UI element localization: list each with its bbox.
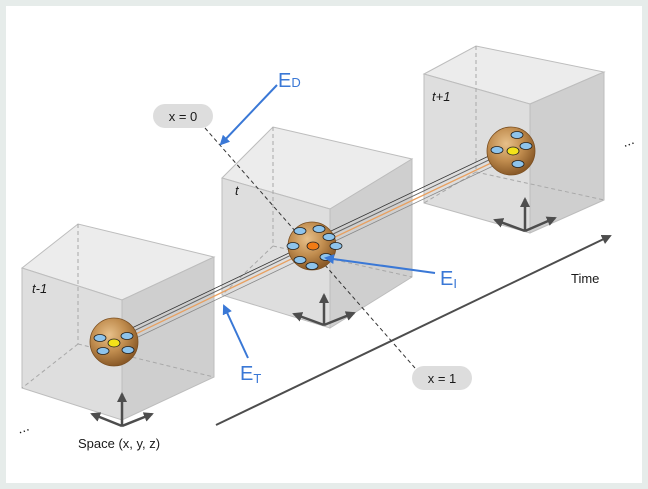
cell-t-plus-1 <box>486 126 536 176</box>
cube-t <box>221 126 414 329</box>
axes-t <box>292 293 356 327</box>
track-lines <box>114 145 511 349</box>
et-label: ET <box>240 363 261 386</box>
ei-arrow <box>324 254 436 274</box>
et-arrow <box>222 304 249 359</box>
space-axis-label: Space (x, y, z) <box>78 436 160 451</box>
time-axis-arrow <box>215 234 612 426</box>
axes-t-plus-1 <box>493 197 557 233</box>
ed-label: ED <box>278 70 301 92</box>
x1-label: x = 1 <box>428 371 457 386</box>
cube-t-plus-1 <box>422 45 606 234</box>
frame-label-t: t <box>235 183 240 198</box>
cell-t-minus-1 <box>89 317 139 367</box>
cell-t <box>286 221 343 271</box>
x0-pill: x = 0 <box>153 104 213 128</box>
frame-label-t-plus-1: t+1 <box>432 89 450 104</box>
ei-label: EI <box>440 268 457 291</box>
ellipsis-right: ... <box>620 131 636 150</box>
x1-pill: x = 1 <box>412 366 472 390</box>
ellipsis-left: ... <box>15 418 31 437</box>
frame-label-t-minus-1: t-1 <box>32 281 47 296</box>
x0-label: x = 0 <box>169 109 198 124</box>
axes-t-minus-1 <box>90 392 154 428</box>
ed-arrow <box>219 84 278 146</box>
time-axis-label: Time <box>571 271 599 286</box>
